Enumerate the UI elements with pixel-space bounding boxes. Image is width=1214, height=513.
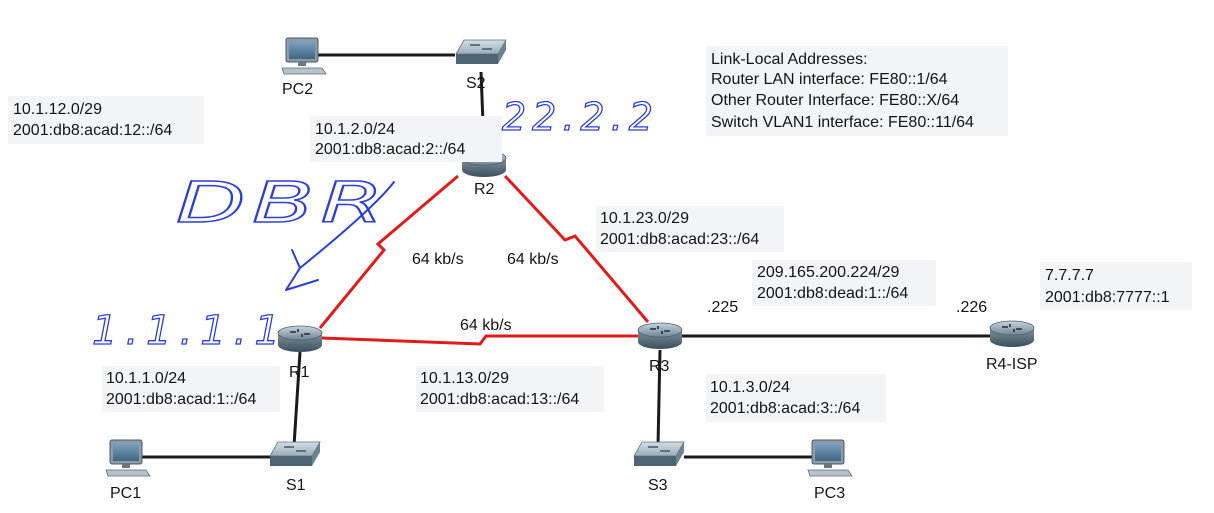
network-ipv4: 10.1.12.0/29 bbox=[13, 101, 102, 118]
link-speed-label: 64 kb/s bbox=[460, 317, 512, 334]
network-label-box bbox=[596, 206, 784, 252]
device-label-pc1: PC1 bbox=[110, 485, 141, 502]
legend-title: Link-Local Addresses: bbox=[711, 51, 868, 68]
device-label-r1: R1 bbox=[289, 364, 310, 381]
loopback-ipv4: 7.7.7.7 bbox=[1045, 267, 1094, 284]
router-icon[interactable] bbox=[989, 320, 1035, 347]
link-r3-s3 bbox=[656, 349, 662, 447]
network-label-box bbox=[416, 366, 604, 412]
device-label-s3: S3 bbox=[648, 477, 668, 494]
device-label-s1: S1 bbox=[286, 477, 306, 494]
network-ipv6: 2001:db8:dead:1::/64 bbox=[757, 285, 908, 302]
interface-address: .225 bbox=[707, 299, 738, 316]
network-label-box bbox=[706, 374, 886, 422]
network-ipv6: 2001:db8:acad:2::/64 bbox=[315, 141, 465, 158]
serial-link-r1-r3 bbox=[321, 334, 640, 346]
device-label-r3: R3 bbox=[649, 358, 670, 375]
link-speed-label: 64 kb/s bbox=[412, 251, 464, 268]
switch-icon[interactable] bbox=[633, 441, 685, 466]
interface-address: .226 bbox=[956, 299, 987, 316]
legend-line: Switch VLAN1 interface: FE80::11/64 bbox=[711, 114, 974, 131]
handwritten-r1-router-id: 1.1.1.1 bbox=[92, 308, 288, 354]
router-icon[interactable] bbox=[637, 322, 683, 349]
network-ipv4: 10.1.2.0/24 bbox=[315, 121, 395, 138]
network-ipv4: 10.1.13.0/29 bbox=[420, 370, 509, 387]
links bbox=[140, 53, 1012, 459]
network-label-box bbox=[1040, 262, 1192, 310]
router-icon[interactable] bbox=[277, 325, 323, 352]
network-ipv6: 2001:db8:acad:23::/64 bbox=[600, 231, 759, 248]
pc-icon[interactable] bbox=[105, 439, 151, 477]
network-ipv4: 10.1.3.0/24 bbox=[710, 379, 790, 396]
link-r1-s1 bbox=[292, 351, 302, 447]
switch-icon[interactable] bbox=[455, 39, 507, 64]
network-ipv6: 2001:db8:acad:12::/64 bbox=[13, 122, 172, 139]
device-label-r4: R4-ISP bbox=[986, 356, 1038, 373]
handwritten-arrow bbox=[285, 181, 395, 291]
network-label-box bbox=[310, 116, 502, 162]
link-local-legend: Link-Local Addresses: Router LAN interfa… bbox=[711, 51, 974, 131]
device-label-pc3: PC3 bbox=[814, 485, 845, 502]
device-label-r2: R2 bbox=[474, 181, 495, 198]
pc-icon[interactable] bbox=[281, 37, 327, 75]
legend-line: Router LAN interface: FE80::1/64 bbox=[711, 71, 948, 88]
network-label-box bbox=[752, 260, 936, 306]
network-label-box bbox=[8, 96, 204, 144]
network-ipv4: 209.165.200.224/29 bbox=[757, 264, 899, 281]
legend-box bbox=[706, 46, 1008, 136]
network-ipv6: 2001:db8:acad:1::/64 bbox=[106, 391, 256, 408]
legend-line: Other Router Interface: FE80::X/64 bbox=[711, 92, 959, 109]
network-label-box bbox=[102, 366, 280, 412]
network-ipv6: 2001:db8:acad:3::/64 bbox=[710, 400, 860, 417]
pc-icon[interactable] bbox=[807, 439, 853, 477]
switch-icon[interactable] bbox=[269, 441, 321, 466]
handwritten-annotations: 22.2.2 1.1.1.1 DBR bbox=[91, 94, 659, 354]
device-label-pc2: PC2 bbox=[282, 81, 313, 98]
network-ipv6: 2001:db8:acad:13::/64 bbox=[420, 391, 579, 408]
handwritten-dr-bdr-note: DBR bbox=[176, 171, 390, 236]
network-ipv4: 10.1.1.0/24 bbox=[106, 370, 186, 387]
serial-link-r2-r3 bbox=[503, 174, 650, 323]
network-ipv4: 10.1.23.0/29 bbox=[600, 210, 689, 227]
loopback-ipv6: 2001:db8:7777::1 bbox=[1045, 289, 1170, 306]
link-speed-label: 64 kb/s bbox=[507, 251, 559, 268]
handwritten-r2-router-id: 22.2.2 bbox=[502, 95, 659, 139]
device-label-s2: S2 bbox=[466, 75, 486, 92]
serial-link-r1-r2 bbox=[318, 174, 459, 329]
